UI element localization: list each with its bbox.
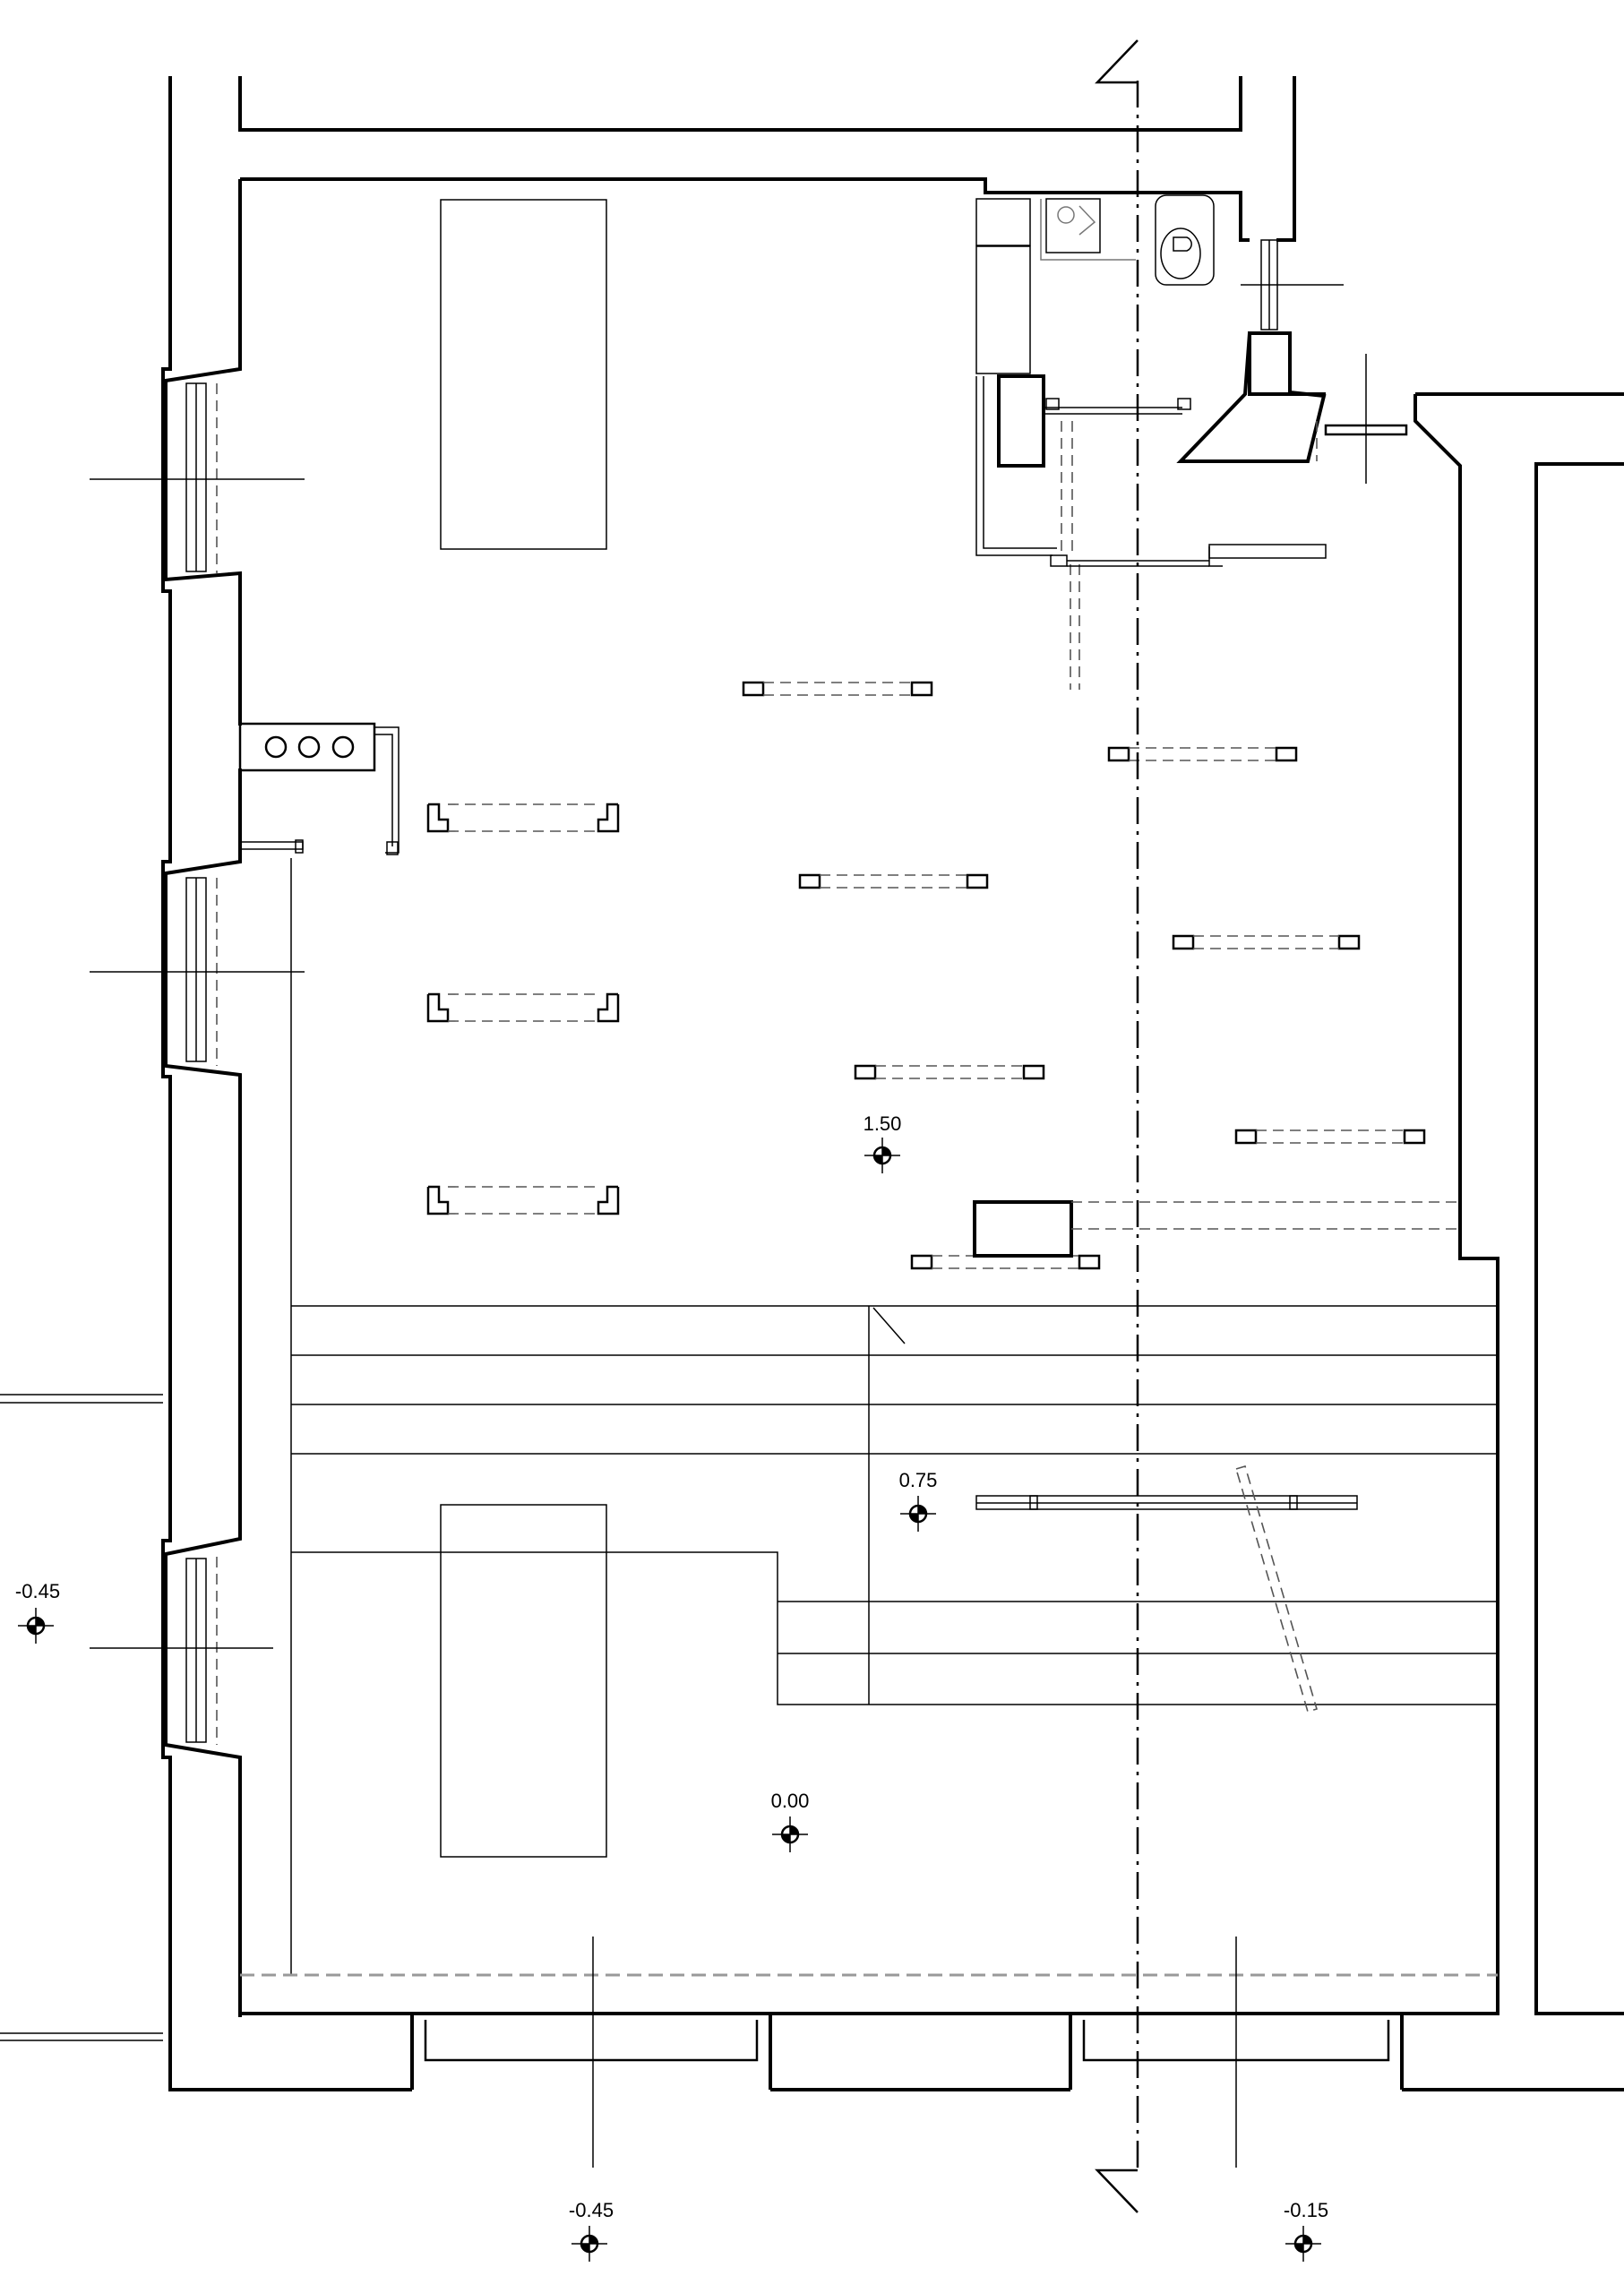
level-marker-000: 0.00: [771, 1790, 810, 1852]
section-axis: [1095, 39, 1139, 2213]
shelf-1: [742, 681, 933, 697]
stairs: [291, 1258, 1499, 1705]
shelf-6: [426, 992, 620, 1023]
level-marker-150: 1.50: [864, 1112, 902, 1173]
level-label-south-left: -0.45: [569, 2199, 614, 2221]
level-marker-icon: [1285, 2226, 1321, 2262]
level-label-000: 0.00: [771, 1790, 810, 1812]
shelf-8: [1234, 1129, 1426, 1145]
shelf-4: [798, 873, 989, 889]
level-marker-icon: [900, 1496, 936, 1532]
level-marker-south-left: -0.45: [569, 2199, 614, 2262]
shelf-3: [426, 803, 620, 833]
shelf-7: [854, 1064, 1045, 1080]
level-label-west: -0.45: [15, 1580, 60, 1602]
shelf-5: [1172, 934, 1361, 950]
level-label-south-right: -0.15: [1284, 2199, 1328, 2221]
south-window-axes: [592, 1937, 1237, 2168]
level-marker-west: -0.45: [15, 1580, 60, 1644]
glass-partition: [975, 1465, 1358, 1713]
level-marker-icon: [864, 1138, 900, 1173]
level-marker-icon: [18, 1608, 54, 1644]
shelf-9: [426, 1185, 620, 1215]
shelving-units: [426, 681, 1460, 1270]
boiler-unit: [238, 722, 400, 1975]
level-marker-icon: [772, 1816, 808, 1852]
bathroom: [975, 194, 1408, 690]
tables: [440, 199, 607, 1858]
west-windows: [0, 382, 305, 2041]
level-marker-south-right: -0.15: [1284, 2199, 1328, 2262]
shelf-2: [1107, 746, 1298, 762]
level-marker-075: 0.75: [899, 1469, 938, 1532]
outer-walls: [161, 76, 1624, 2091]
shelf-10: [910, 1254, 1101, 1270]
level-label-150: 1.50: [864, 1112, 902, 1135]
level-marker-icon: [571, 2226, 607, 2262]
level-label-075: 0.75: [899, 1469, 938, 1491]
